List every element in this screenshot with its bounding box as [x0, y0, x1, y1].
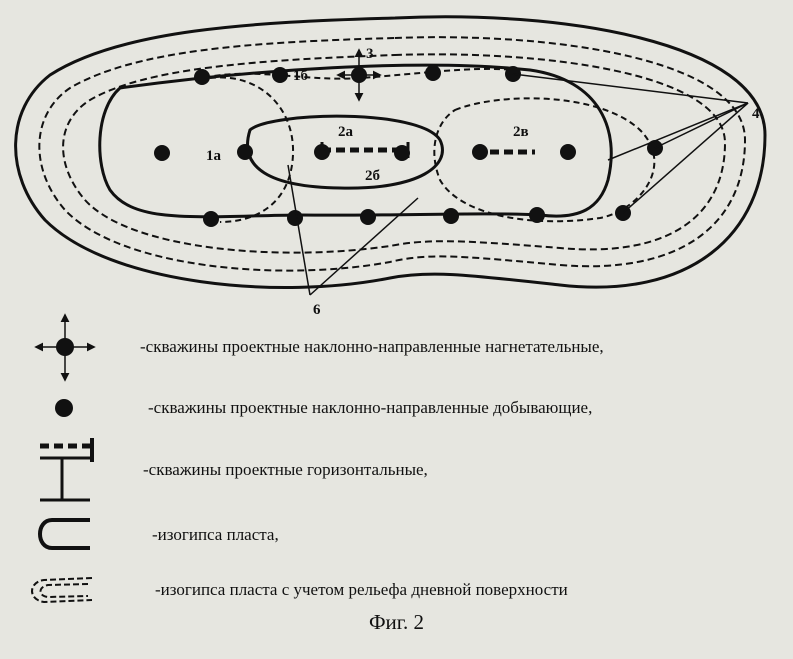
well	[360, 209, 376, 225]
well	[529, 207, 545, 223]
label-2b: 2б	[365, 168, 380, 184]
legend-injection-symbol	[34, 313, 96, 382]
relief-isohypse-right	[433, 97, 656, 223]
well	[425, 65, 441, 81]
label-1a: 1а	[206, 148, 222, 164]
well	[154, 145, 170, 161]
relief-isohypse-outer	[38, 36, 747, 272]
legend-horizontal-symbol	[40, 438, 94, 502]
legend-isohypse-text: -изогипса пласта,	[152, 525, 279, 544]
isohypse-inner	[246, 114, 444, 190]
well	[194, 69, 210, 85]
production-wells	[154, 65, 663, 227]
well	[287, 210, 303, 226]
legend-production-text: -скважины проектные наклонно-направленны…	[148, 398, 593, 417]
horizontal-well-2a	[314, 142, 410, 161]
label-6: 6	[313, 302, 321, 318]
outer-isohypse	[14, 15, 767, 289]
legend-relief-isohypse-symbol-inner	[39, 583, 89, 599]
legend-injection-text: -скважины проектные наклонно-направленны…	[140, 337, 604, 356]
relief-isohypse-left	[209, 76, 295, 223]
label-4: 4	[752, 106, 760, 122]
label-2a: 2а	[338, 124, 354, 140]
label-1b: 1б	[293, 68, 308, 84]
leader-lines-6	[287, 164, 419, 296]
horizontal-well-2v	[472, 144, 576, 160]
figure-caption: Фиг. 2	[368, 610, 425, 634]
well	[272, 67, 288, 83]
well	[237, 144, 253, 160]
well	[203, 211, 219, 227]
relief-isohypse-middle	[62, 53, 727, 254]
legend-horizontal-text: -скважины проектные горизонтальные,	[143, 460, 428, 479]
label-3: 3	[366, 46, 374, 62]
legend-isohypse-symbol	[38, 518, 90, 550]
isohypse-main	[98, 63, 613, 219]
legend-production-symbol	[55, 399, 73, 417]
leader-lines-4	[512, 73, 749, 214]
legend-relief-isohypse-text: -изогипса пласта с учетом рельефа дневно…	[155, 580, 568, 599]
legend-relief-isohypse-symbol	[31, 577, 93, 604]
label-2v: 2в	[513, 124, 529, 140]
well	[443, 208, 459, 224]
injection-well-3	[336, 48, 382, 102]
